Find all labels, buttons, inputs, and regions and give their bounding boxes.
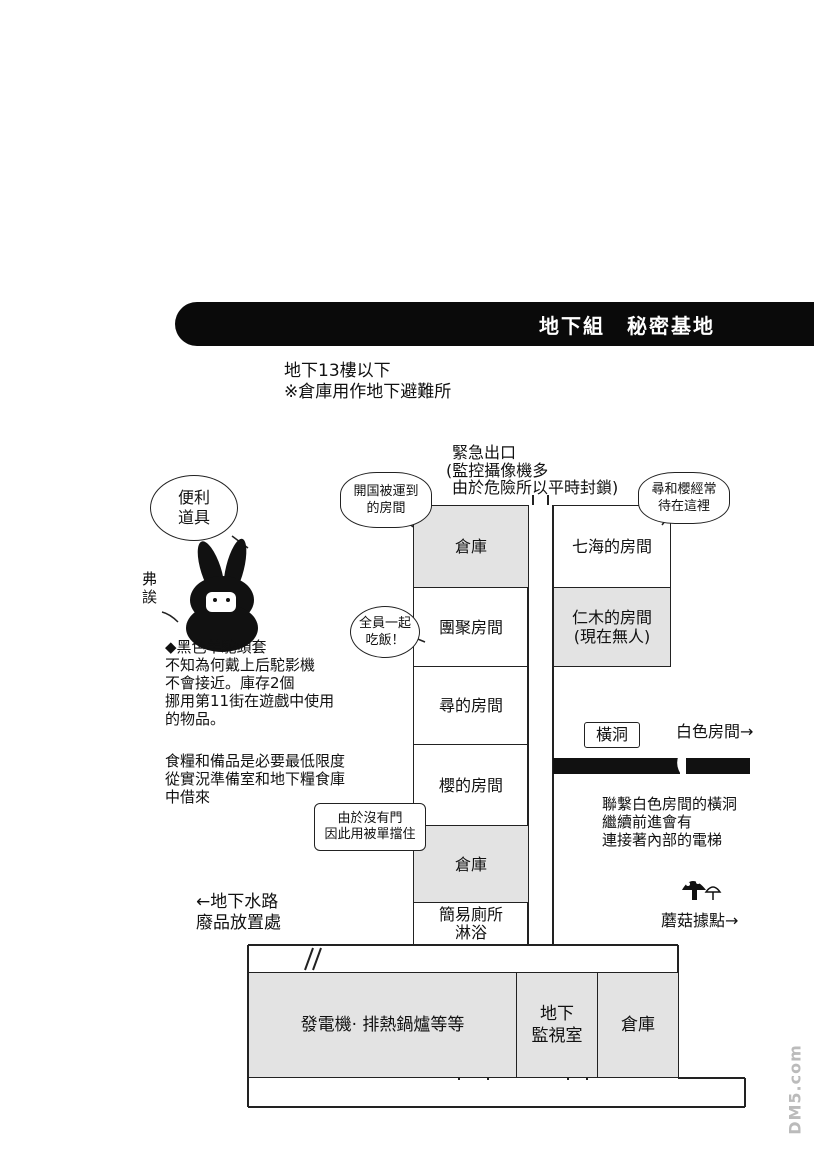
room-generator: 發電機· 排熱鍋爐等等 — [248, 972, 517, 1078]
waterway-label: ←地下水路 — [196, 892, 279, 912]
room-storage-3: 倉庫 — [597, 972, 679, 1078]
room-jin: 尋的房間 — [413, 666, 529, 745]
bubble-captured-room: 開国被運到 的房間 — [340, 472, 432, 528]
room-storage-2: 倉庫 — [413, 825, 529, 903]
tunnel-description: 聯繫白色房間的橫洞 繼續前進會有 連接著內部的電梯 — [602, 795, 738, 849]
room-sakura: 櫻的房間 — [413, 744, 529, 826]
room-gathering: 團聚房間 — [413, 587, 529, 667]
emergency-exit-label: 緊急出口 — [452, 443, 517, 462]
title-banner: 地下組 秘密基地 — [175, 302, 814, 346]
white-room-direction: 白色房間→ — [676, 722, 754, 741]
tunnel-label: 橫洞 — [584, 722, 640, 748]
emergency-note-line1: (監控攝像機多 — [446, 461, 549, 480]
room-niki: 仁木的房間 (現在無人) — [553, 587, 671, 667]
note-no-door: 由於沒有門 因此用被單擋住 — [314, 803, 426, 851]
bubble-tools: 便利 道具 — [150, 475, 238, 541]
note-supplies: 食糧和備品是必要最低限度 從實況準備室和地下糧食庫 中借來 — [165, 752, 346, 806]
watermark-logo: DM5.com — [780, 1040, 805, 1150]
mushroom-icon — [682, 880, 722, 900]
shelter-note: ※倉庫用作地下避難所 — [284, 382, 452, 402]
floor-label: 地下13樓以下 — [284, 361, 391, 381]
room-toilet-shower: 簡易廁所 淋浴 — [413, 902, 529, 946]
bunny-mascot-icon — [186, 538, 258, 652]
bubble-waiting-spot: 尋和櫻經常 待在這裡 — [638, 472, 730, 524]
room-monitor: 地下 監視室 — [516, 972, 598, 1078]
room-storage-1: 倉庫 — [413, 505, 529, 588]
watermark-text: DM5.com — [785, 1044, 805, 1135]
bubble-meal: 全員一起 吃飯！ — [350, 606, 420, 658]
emergency-note-line2: 由於危險所以平時封鎖) — [452, 478, 619, 497]
sfx-sound: 弗誒 — [142, 570, 158, 606]
waste-area-label: 廢品放置處 — [196, 913, 281, 933]
banner-title: 地下組 秘密基地 — [539, 314, 715, 338]
note-mask: ◆黑色羊駝頭套 不知為何戴上后駝影機 不會接近。庫存2個 挪用第11街在遊戲中使… — [165, 638, 335, 728]
mushroom-base-direction: 蘑菇據點→ — [661, 911, 739, 930]
